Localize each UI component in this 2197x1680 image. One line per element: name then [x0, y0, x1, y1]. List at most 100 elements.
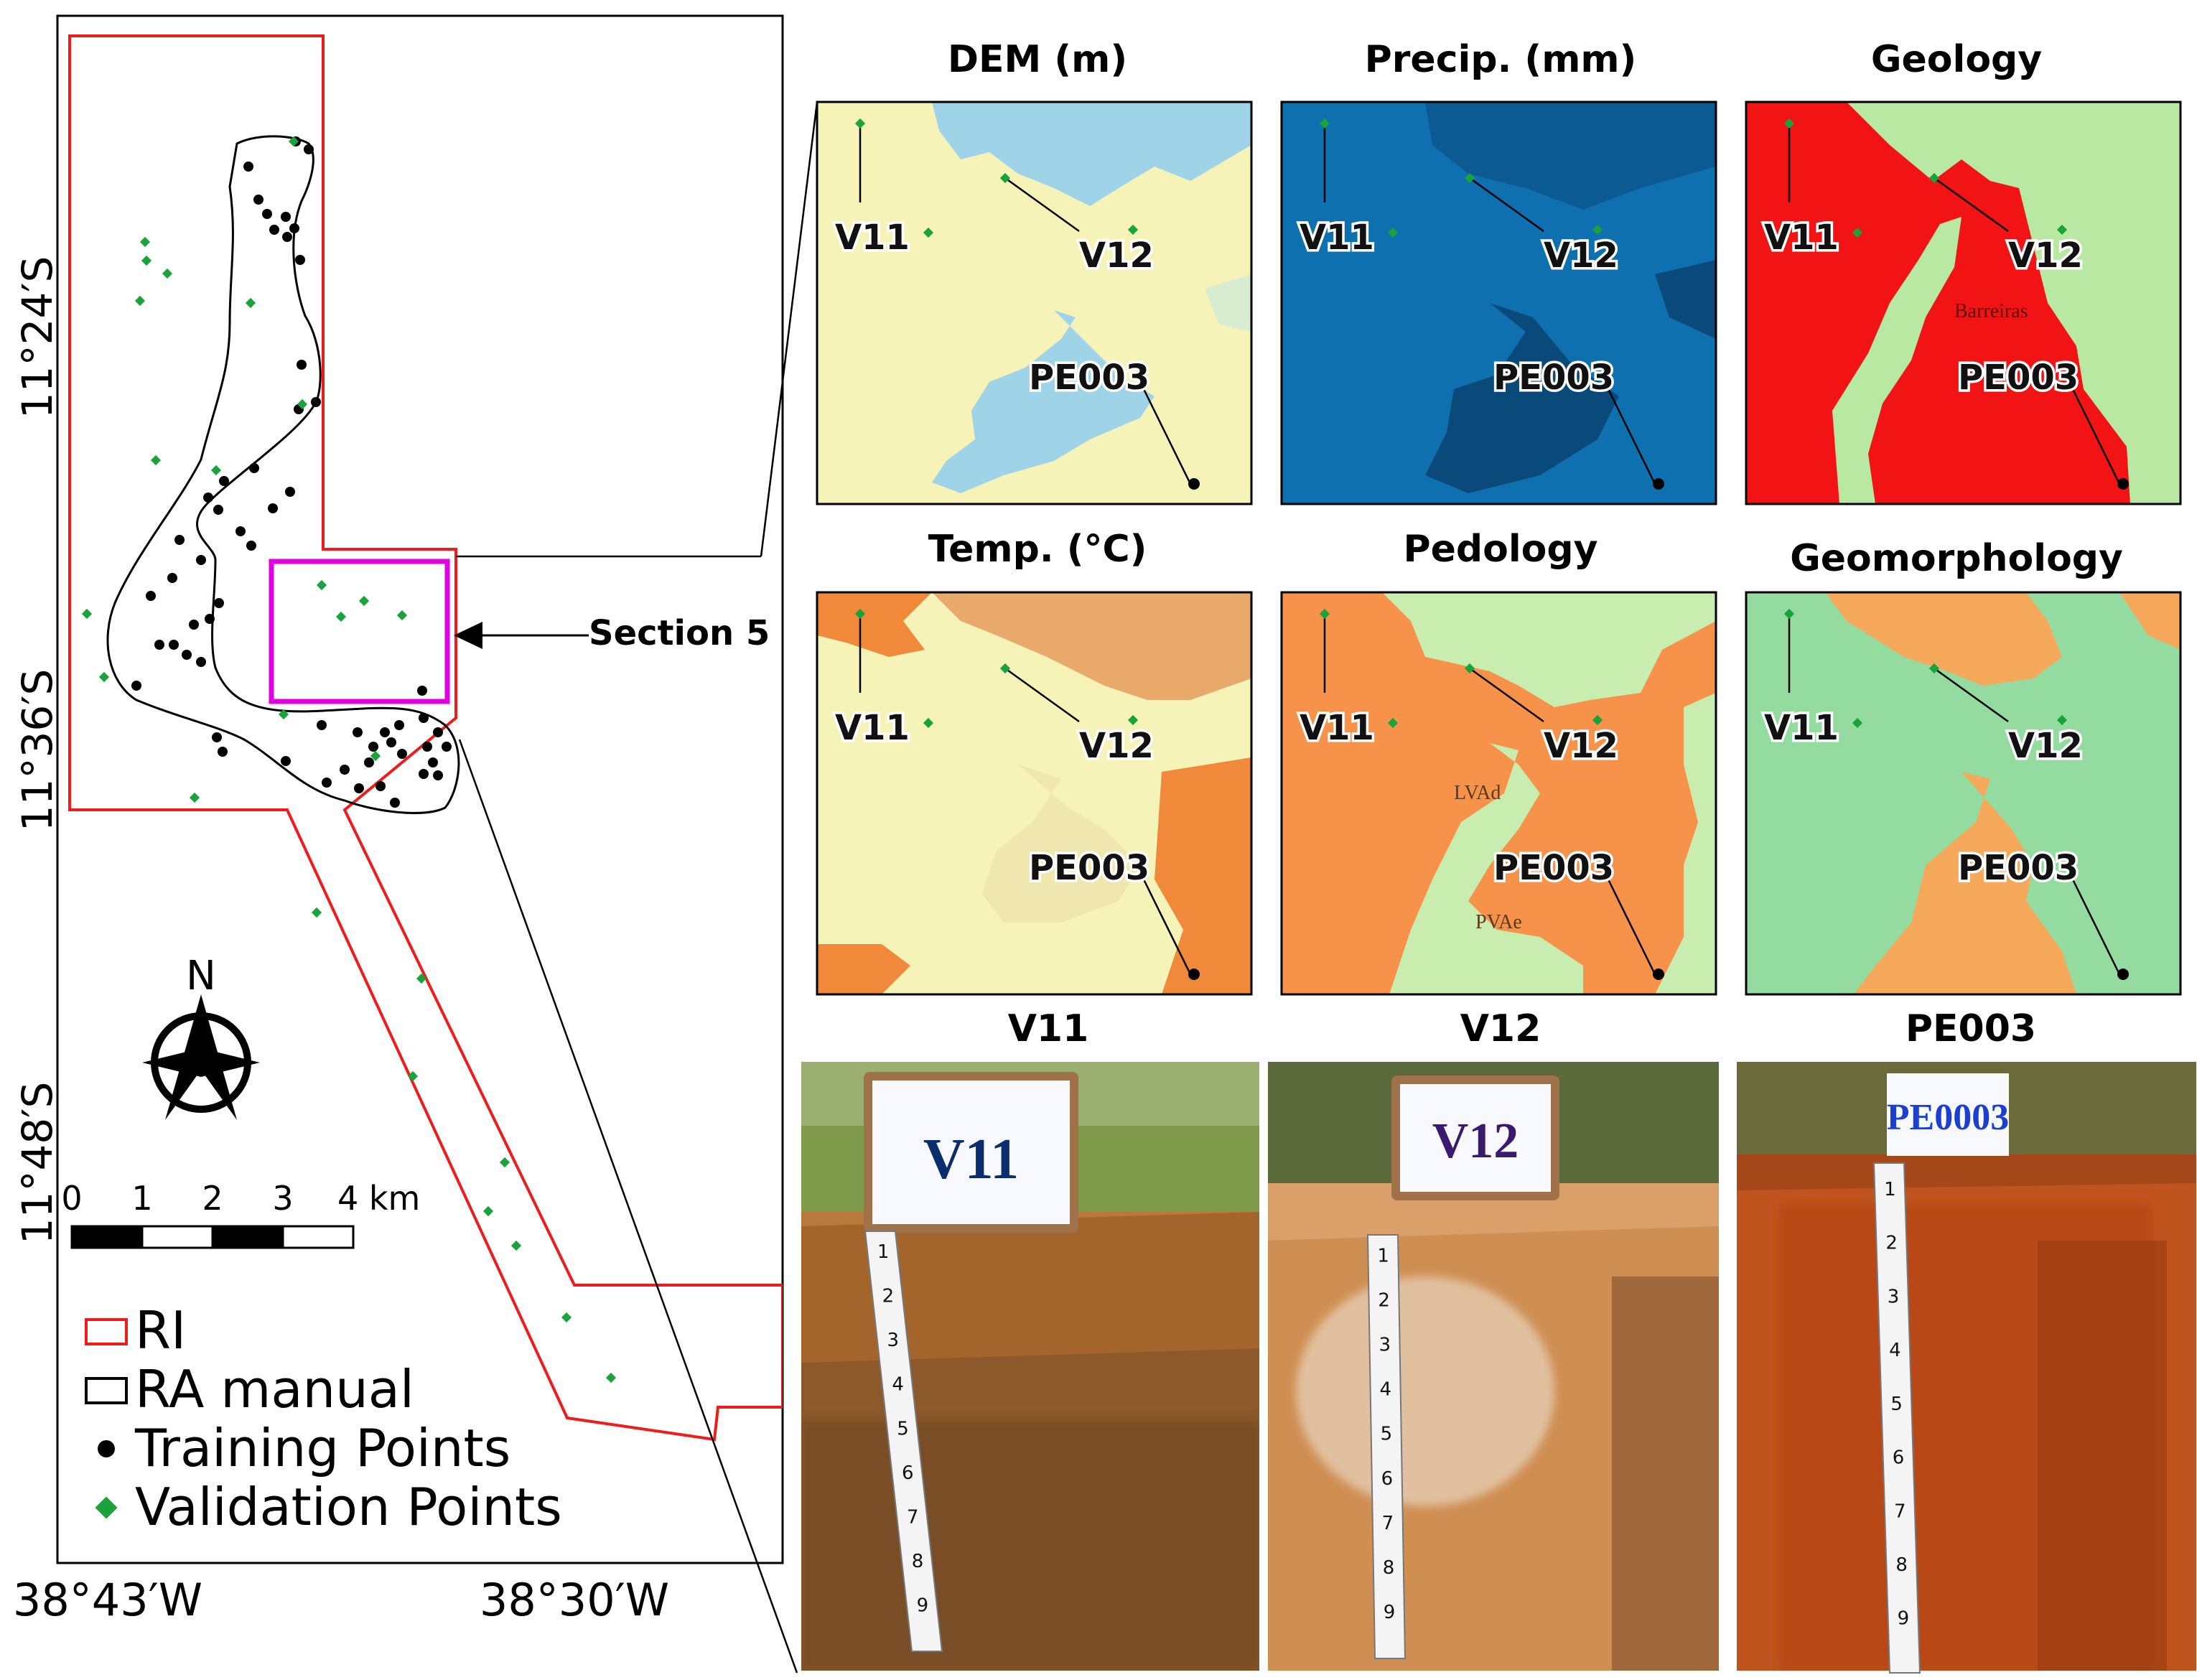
legend-label-training: Training Points	[134, 1418, 510, 1478]
tape-number: 9	[1384, 1602, 1396, 1623]
training-point	[1653, 478, 1664, 490]
panel-title-dem: DEM (m)	[948, 38, 1127, 81]
leader-line	[1004, 177, 1080, 233]
leader-line	[1142, 879, 1192, 975]
tape-number: 4	[892, 1374, 904, 1396]
panel-temp: Temp. (°C)	[816, 528, 1253, 996]
scale-label-0: 0	[61, 1179, 82, 1218]
panel-title-temp: Temp. (°C)	[928, 528, 1147, 571]
leader-line	[1469, 667, 1544, 723]
tape-number: 7	[1382, 1513, 1394, 1534]
scale-bar: 0 1 2 3 4 km	[61, 1179, 420, 1249]
leader-line	[1934, 177, 2009, 233]
leader-line	[1142, 388, 1192, 485]
tape-number: 7	[907, 1506, 919, 1528]
point-label-v11: V11	[835, 708, 910, 748]
validation-point	[1127, 224, 1139, 235]
point-label-pe003: PE003	[1958, 358, 2079, 398]
leader-line	[1607, 879, 1656, 975]
black-dot-icon	[98, 1440, 115, 1457]
panel-geomorphology: Geomorphology	[1745, 537, 2182, 996]
tape-number: 4	[1380, 1379, 1392, 1401]
tape-number: 4	[1889, 1340, 1901, 1361]
panel-pedology: Pedology LVAd PVAe	[1280, 528, 1717, 996]
legend: RI RA manual Training Points Validation …	[85, 1300, 562, 1537]
training-point	[1653, 969, 1664, 980]
panel-title-pedology: Pedology	[1404, 528, 1598, 571]
scale-label-4: 4 km	[337, 1179, 420, 1218]
leader-line	[2071, 879, 2121, 975]
map-label-barreiras: Barreiras	[1954, 300, 2028, 322]
leader-line	[2071, 388, 2121, 485]
tape-number: 2	[882, 1286, 895, 1307]
tape-number: 9	[917, 1595, 929, 1617]
tape-number: 5	[897, 1418, 909, 1439]
section-label: Section 5	[589, 613, 770, 653]
panel-title-precip: Precip. (mm)	[1365, 38, 1637, 81]
validation-point	[854, 608, 866, 620]
point-label-v12: V12	[2008, 726, 2083, 766]
validation-point	[854, 118, 866, 129]
panel-precip: Precip. (mm)	[1280, 38, 1717, 505]
tape-number: 6	[1893, 1447, 1905, 1469]
tape-number: 8	[1895, 1554, 1908, 1576]
board-text-v12: V12	[1432, 1114, 1519, 1169]
training-point	[1188, 969, 1200, 980]
board-text-v11: V11	[923, 1128, 1019, 1191]
point-label-pe003: PE003	[1493, 848, 1614, 888]
leader-line	[1469, 177, 1544, 233]
tape-number: 8	[1383, 1557, 1395, 1579]
black-box-icon	[85, 1377, 128, 1404]
point-label-v11: V11	[835, 218, 910, 258]
lon-label-2: 38°30′W	[480, 1574, 669, 1626]
lon-label-1: 38°43′W	[13, 1574, 202, 1626]
clipboard-v12: V12	[1391, 1075, 1559, 1200]
panel-geology: Geology Barreiras	[1745, 38, 2182, 505]
point-label-pe003: PE003	[1493, 358, 1614, 398]
point-label-v11: V11	[1300, 218, 1374, 258]
panel-dem: DEM (m)	[816, 38, 1253, 505]
training-points	[131, 136, 452, 808]
tape-number: 3	[887, 1330, 900, 1351]
measuring-tape-2: 1 2 3 4 5 6 7 8 9	[1366, 1234, 1407, 1659]
tape-number: 5	[1381, 1424, 1393, 1445]
tape-number: 3	[1888, 1286, 1900, 1307]
tape-number: 3	[1379, 1334, 1391, 1355]
validation-point	[1127, 714, 1139, 726]
point-label-v12: V12	[1544, 726, 1618, 766]
tape-number: 7	[1894, 1501, 1906, 1522]
point-label-v11: V11	[1764, 708, 1839, 748]
tape-number: 2	[1378, 1289, 1390, 1311]
tape-number: 1	[1377, 1245, 1389, 1266]
photo-title-v12: V12	[1460, 1007, 1541, 1050]
leader-line	[1934, 667, 2009, 723]
photo-title-pe003: PE003	[1906, 1007, 2036, 1050]
training-point	[2117, 478, 2129, 490]
tape-number: 8	[912, 1551, 924, 1572]
board-text-pe003: PE0003	[1887, 1097, 2009, 1138]
lat-label-3: 11°48′S	[13, 1082, 62, 1245]
tape-number: 5	[1890, 1394, 1903, 1415]
tape-number: 6	[1381, 1468, 1394, 1490]
point-label-pe003: PE003	[1029, 848, 1149, 888]
map-label-lvad: LVAd	[1454, 782, 1501, 804]
tape-number: 1	[1884, 1179, 1896, 1200]
green-diamond-icon	[95, 1496, 118, 1519]
ra-manual-boundary	[106, 135, 460, 814]
scale-label-2: 2	[202, 1179, 223, 1218]
legend-label-ri: RI	[135, 1300, 186, 1361]
map-label-pvae: PVAe	[1475, 911, 1522, 933]
validation-point	[999, 663, 1011, 674]
ri-boundary	[68, 34, 783, 1442]
red-box-icon	[85, 1318, 128, 1345]
point-label-v11: V11	[1764, 218, 1839, 258]
validation-point	[923, 717, 934, 729]
